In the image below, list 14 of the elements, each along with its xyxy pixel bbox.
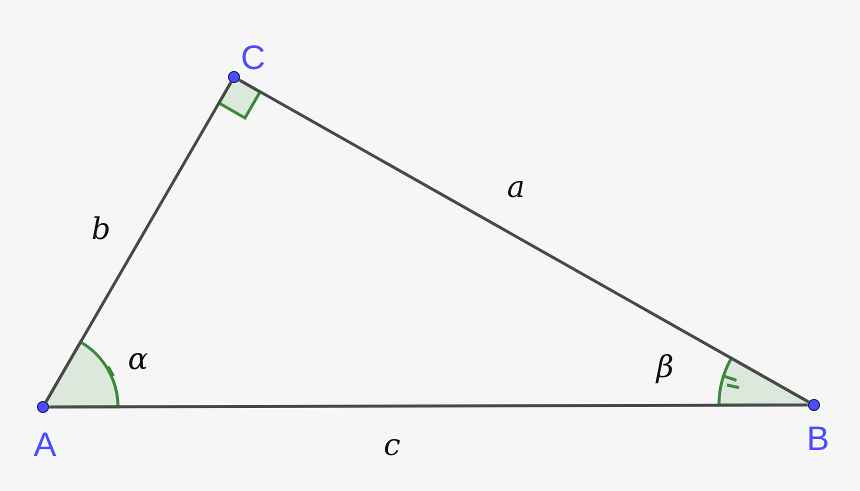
side-label: a <box>507 173 525 203</box>
point-label: B <box>806 422 830 456</box>
point-dot <box>37 401 49 413</box>
point-label: C <box>240 41 266 75</box>
triangle-side <box>239 79 809 403</box>
side-label: c <box>384 431 400 461</box>
point-dot <box>228 71 240 83</box>
angle-label: α <box>128 345 148 375</box>
triangle-side <box>45 82 232 402</box>
triangle-side <box>50 404 807 408</box>
point-dot <box>808 399 820 411</box>
point-label: A <box>34 428 56 462</box>
angle-label: β <box>656 353 674 383</box>
side-label: b <box>91 215 111 245</box>
